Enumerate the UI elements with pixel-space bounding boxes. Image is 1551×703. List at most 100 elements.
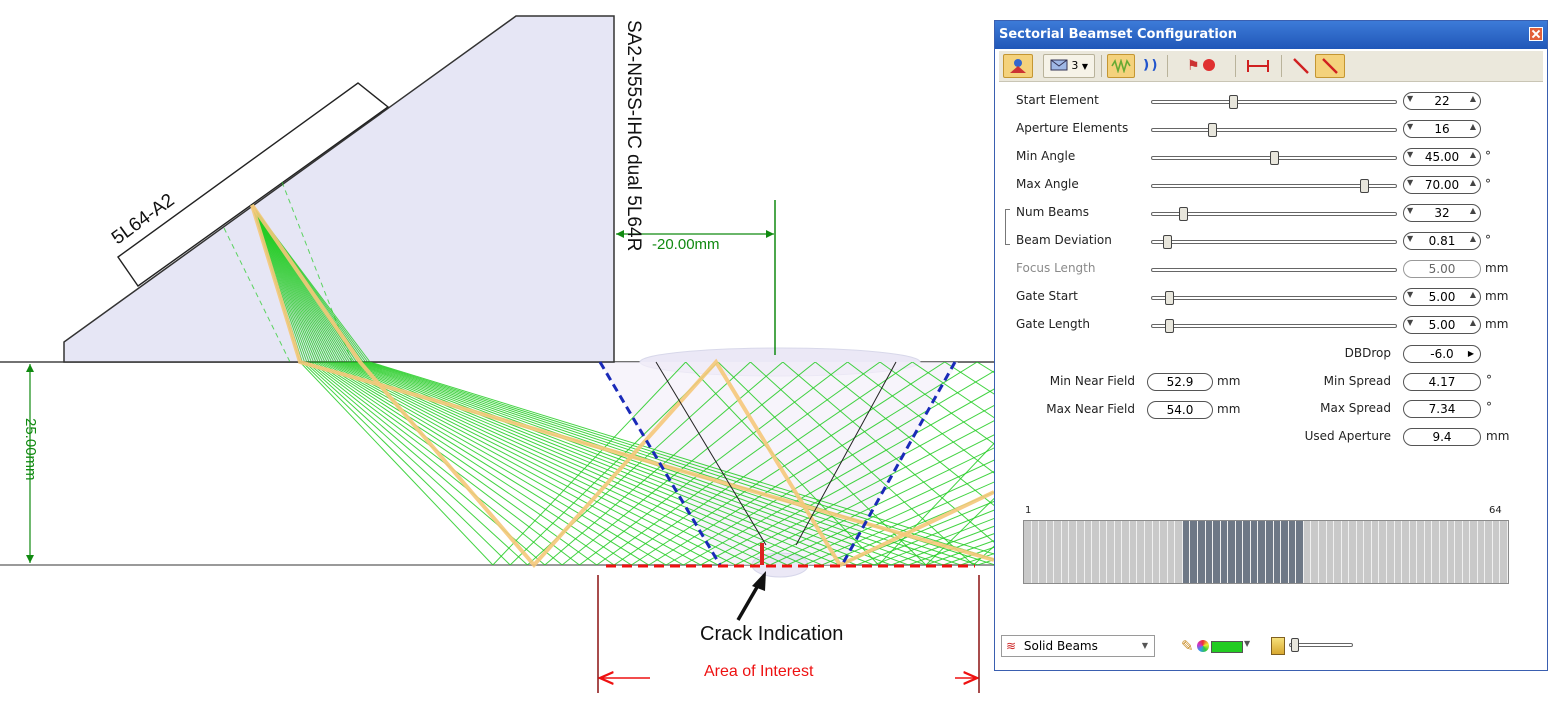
aperture-element[interactable] — [1379, 521, 1387, 583]
aperture-element[interactable] — [1319, 521, 1327, 583]
aperture-element[interactable] — [1364, 521, 1372, 583]
dbdrop-field[interactable]: -6.0 ▶ — [1403, 345, 1481, 363]
aperture-element[interactable] — [1266, 521, 1274, 583]
aperture-element[interactable] — [1304, 521, 1312, 583]
beam-color-swatch[interactable] — [1211, 641, 1243, 653]
param-slider-thumb[interactable] — [1162, 235, 1172, 249]
aperture-element[interactable] — [1440, 521, 1448, 583]
signal-button[interactable]: ❫) — [1137, 54, 1161, 78]
aperture-element[interactable] — [1425, 521, 1433, 583]
aperture-element[interactable] — [1085, 521, 1093, 583]
aperture-element[interactable] — [1349, 521, 1357, 583]
aperture-element[interactable] — [1395, 521, 1403, 583]
spin-down-icon[interactable]: ▼ — [1407, 290, 1414, 299]
spin-up-icon[interactable]: ▲ — [1469, 94, 1476, 103]
spin-down-icon[interactable]: ▼ — [1407, 150, 1414, 159]
param-slider-thumb[interactable] — [1207, 123, 1217, 137]
spin-down-icon[interactable]: ▼ — [1407, 122, 1414, 131]
ray-highlight-button[interactable] — [1315, 54, 1345, 78]
aperture-element[interactable] — [1281, 521, 1289, 583]
aperture-element[interactable] — [1100, 521, 1108, 583]
element-select-button[interactable]: 3 ▼ — [1043, 54, 1095, 78]
spin-up-icon[interactable]: ▲ — [1469, 234, 1476, 243]
param-slider[interactable] — [1151, 296, 1397, 300]
param-spinbox[interactable]: ▼32▲ — [1403, 204, 1481, 222]
param-slider[interactable] — [1151, 240, 1397, 244]
aperture-element[interactable] — [1062, 521, 1070, 583]
param-slider[interactable] — [1151, 324, 1397, 328]
waveform-button[interactable] — [1107, 54, 1135, 78]
spin-up-icon[interactable]: ▲ — [1469, 206, 1476, 215]
aperture-element[interactable] — [1130, 521, 1138, 583]
aperture-element[interactable] — [1485, 521, 1493, 583]
aperture-element[interactable] — [1478, 521, 1486, 583]
aperture-element[interactable] — [1311, 521, 1319, 583]
aperture-element[interactable] — [1197, 521, 1206, 583]
aperture-element[interactable] — [1205, 521, 1214, 583]
param-spinbox[interactable]: ▼22▲ — [1403, 92, 1481, 110]
aperture-element[interactable] — [1145, 521, 1153, 583]
color-wheel-icon[interactable] — [1197, 640, 1209, 652]
aperture-element[interactable] — [1190, 521, 1198, 583]
spin-up-icon[interactable]: ▲ — [1469, 150, 1476, 159]
aperture-element[interactable] — [1182, 521, 1191, 583]
spin-down-icon[interactable]: ▼ — [1407, 178, 1414, 187]
aperture-element[interactable] — [1160, 521, 1168, 583]
spin-down-icon[interactable]: ▼ — [1407, 94, 1414, 103]
aperture-element[interactable] — [1273, 521, 1282, 583]
aperture-element-bar[interactable] — [1023, 520, 1509, 584]
ray-button[interactable] — [1287, 54, 1315, 78]
spin-down-icon[interactable]: ▼ — [1407, 234, 1414, 243]
param-slider-thumb[interactable] — [1359, 179, 1369, 193]
aperture-element[interactable] — [1122, 521, 1130, 583]
aperture-element[interactable] — [1342, 521, 1350, 583]
aperture-element[interactable] — [1137, 521, 1145, 583]
aperture-element[interactable] — [1069, 521, 1077, 583]
param-spinbox[interactable]: ▼0.81▲ — [1403, 232, 1481, 250]
aperture-element[interactable] — [1115, 521, 1123, 583]
opacity-slider-thumb[interactable] — [1291, 638, 1299, 652]
param-spinbox[interactable]: ▼45.00▲ — [1403, 148, 1481, 166]
aperture-element[interactable] — [1387, 521, 1395, 583]
param-spinbox[interactable]: ▼16▲ — [1403, 120, 1481, 138]
param-spinbox[interactable]: ▼70.00▲ — [1403, 176, 1481, 194]
dialog-titlebar[interactable]: Sectorial Beamset Configuration — [995, 21, 1547, 49]
aperture-element[interactable] — [1448, 521, 1456, 583]
beam-mode-select[interactable]: ≋ Solid Beams ▼ — [1001, 635, 1155, 657]
aperture-element[interactable] — [1455, 521, 1463, 583]
param-slider-thumb[interactable] — [1229, 95, 1239, 109]
aperture-element[interactable] — [1327, 521, 1335, 583]
aperture-element[interactable] — [1250, 521, 1259, 583]
aperture-element[interactable] — [1296, 521, 1304, 583]
param-slider-thumb[interactable] — [1269, 151, 1279, 165]
aperture-element[interactable] — [1032, 521, 1040, 583]
close-icon[interactable] — [1529, 27, 1543, 41]
param-slider-thumb[interactable] — [1179, 207, 1189, 221]
aperture-element[interactable] — [1493, 521, 1501, 583]
aperture-element[interactable] — [1470, 521, 1478, 583]
aperture-element[interactable] — [1168, 521, 1176, 583]
aperture-element[interactable] — [1092, 521, 1100, 583]
link-bracket[interactable] — [1005, 209, 1010, 245]
aperture-element[interactable] — [1175, 521, 1183, 583]
aperture-element[interactable] — [1402, 521, 1410, 583]
aperture-element[interactable] — [1077, 521, 1085, 583]
aperture-element[interactable] — [1417, 521, 1425, 583]
aperture-element[interactable] — [1228, 521, 1236, 583]
aperture-element[interactable] — [1054, 521, 1062, 583]
spin-up-icon[interactable]: ▲ — [1469, 290, 1476, 299]
param-spinbox[interactable]: ▼5.00▲ — [1403, 288, 1481, 306]
aperture-element[interactable] — [1410, 521, 1418, 583]
dropdown-arrow-icon[interactable]: ▼ — [1244, 639, 1251, 648]
param-slider[interactable] — [1151, 100, 1397, 104]
aperture-element[interactable] — [1288, 521, 1297, 583]
param-slider-thumb[interactable] — [1165, 319, 1175, 333]
aperture-element[interactable] — [1372, 521, 1380, 583]
aperture-element[interactable] — [1153, 521, 1161, 583]
beam-gate-button[interactable]: ⚑ — [1173, 54, 1229, 78]
aperture-element[interactable] — [1432, 521, 1440, 583]
param-slider[interactable] — [1151, 212, 1397, 216]
aperture-element[interactable] — [1500, 521, 1508, 583]
spin-down-icon[interactable]: ▼ — [1407, 318, 1414, 327]
aperture-element[interactable] — [1039, 521, 1047, 583]
